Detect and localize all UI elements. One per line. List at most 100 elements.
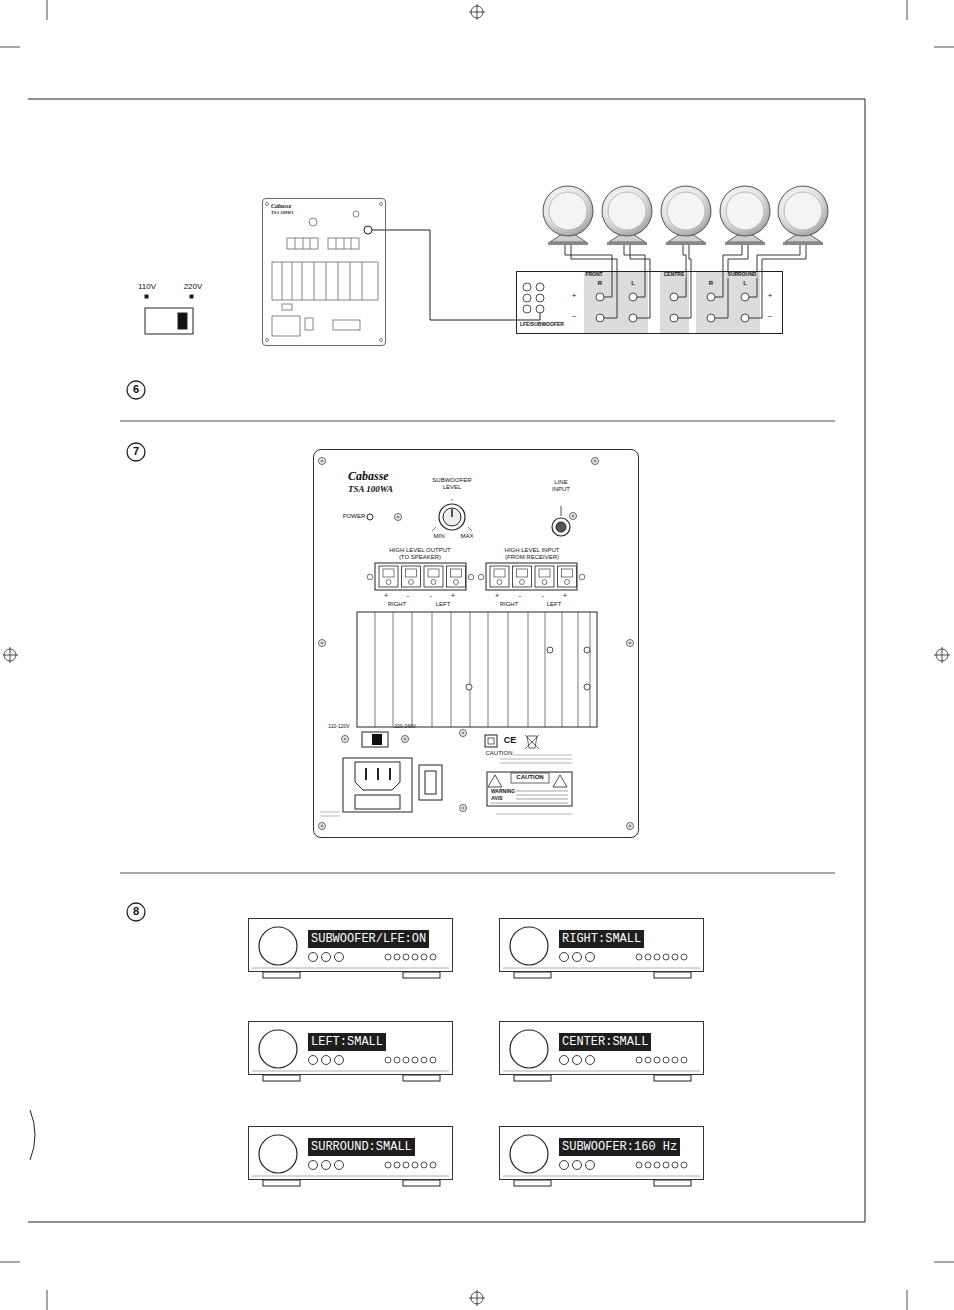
subwoofer-back-panel (379, 566, 398, 587)
lfe-jack (523, 294, 531, 302)
callout-number: 7 (133, 445, 139, 458)
speaker (602, 186, 652, 236)
speaker (707, 293, 715, 301)
receiver-display (573, 953, 582, 962)
panel-label: + (563, 592, 567, 600)
speaker (630, 245, 650, 318)
receiver-display (560, 1056, 569, 1065)
speaker (784, 192, 822, 230)
subwoofer-back-panel (528, 612, 529, 727)
receiver-display (259, 1030, 297, 1068)
subwoofer-back-panel (485, 735, 497, 747)
subwoofer-panel: CabasseTSA 100WA (262, 198, 386, 346)
subwoofer-back-panel (578, 612, 579, 727)
panel-label: HIGH LEVEL INPUT (FROM RECEIVER) (498, 547, 566, 561)
subwoofer-back-panel (439, 504, 465, 530)
subwoofer-panel-detail (305, 318, 313, 330)
panel-label: MIN (434, 533, 445, 540)
panel-label: 110-120V (328, 724, 349, 730)
node-text: SUBWOOFER/LFE:ON (308, 930, 429, 948)
subwoofer-back-panel (628, 641, 632, 645)
receiver-display (412, 1057, 418, 1063)
node-text: LFE/SUBWOOFER (520, 322, 564, 328)
speaker (778, 186, 828, 236)
registration-mark (469, 4, 485, 20)
panel-label: WARNING (491, 789, 515, 795)
panel-label: RIGHT (388, 601, 407, 608)
receiver-display: RIGHT:SMALL (499, 918, 704, 972)
subwoofer-back-panel (562, 612, 563, 727)
subwoofer-back-panel (486, 563, 577, 590)
receiver-display (586, 1056, 595, 1065)
speaker (726, 192, 764, 230)
speaker (667, 192, 705, 230)
subwoofer-back-panel (403, 737, 407, 741)
subwoofer-back-panel (547, 647, 553, 653)
panel-label: + (768, 291, 773, 300)
receiver-display (309, 953, 318, 962)
subwoofer-back-panel (383, 569, 394, 577)
page-frame (28, 99, 865, 1222)
subwoofer-back-panel (584, 684, 590, 690)
panel-label: + (572, 291, 577, 300)
subwoofer-back-panel (432, 499, 472, 531)
receiver-display (503, 1176, 700, 1177)
subwoofer-back-panel (451, 509, 453, 517)
speaker (629, 293, 637, 301)
subwoofer-back-panel (343, 758, 412, 812)
subwoofer-back-panel (552, 518, 570, 536)
subwoofer-panel-detail (282, 304, 292, 310)
subwoofer-back-panel (593, 459, 597, 463)
subwoofer-back-panel (367, 514, 373, 520)
subwoofer-back-panel (454, 580, 459, 585)
receiver-display (430, 954, 436, 960)
receiver-display (654, 1075, 691, 1081)
receiver-display (259, 1135, 297, 1173)
registration-mark (3, 647, 18, 663)
receiver-display (645, 1162, 651, 1168)
receiver-display (681, 1057, 687, 1063)
receiver-display (394, 954, 400, 960)
receiver-display (403, 954, 409, 960)
speaker (749, 245, 806, 318)
subwoofer-back-panel (419, 765, 442, 800)
receiver-display (252, 927, 700, 1186)
panel-label: + (384, 592, 388, 600)
callout-circle (127, 381, 145, 399)
receiver-display (672, 1162, 678, 1168)
subwoofer-back-panel (320, 459, 324, 463)
receiver-display (259, 927, 297, 965)
terminal-band (660, 272, 689, 333)
subwoofer-back-panel (520, 580, 525, 585)
subwoofer-panel-detail (364, 226, 372, 234)
panel-label: SUBWOOFER LEVEL (429, 477, 475, 491)
receiver-display (263, 1075, 300, 1081)
receiver-display (672, 954, 678, 960)
receiver-display (412, 1162, 418, 1168)
speaker (783, 242, 823, 245)
speaker (661, 186, 711, 236)
subwoofer-back-panel (627, 640, 634, 647)
voltage-switch (190, 295, 193, 298)
receiver-display (385, 1162, 391, 1168)
subwoofer-back-panel (319, 458, 326, 465)
subwoofer-back-panel (320, 755, 572, 816)
subwoofer-panel-detail (266, 339, 269, 342)
speaker (749, 245, 806, 318)
panel-label: CE (504, 735, 517, 745)
lfe-jack (536, 305, 544, 313)
receiver-display (514, 972, 551, 978)
speaker (678, 245, 691, 318)
receiver-display (514, 1180, 551, 1186)
node-text: SUBWOOFER:160 Hz (559, 1138, 680, 1156)
panel-label: L (630, 280, 636, 287)
panel-label: - (430, 592, 432, 600)
subwoofer-panel-detail (353, 211, 359, 217)
receiver-display (385, 1057, 391, 1063)
speaker (715, 245, 748, 318)
receiver-display (421, 1162, 427, 1168)
node-text: CENTER:SMALL (559, 1033, 651, 1051)
subwoofer-back-panel (409, 580, 414, 585)
subwoofer-back-panel (372, 734, 382, 745)
